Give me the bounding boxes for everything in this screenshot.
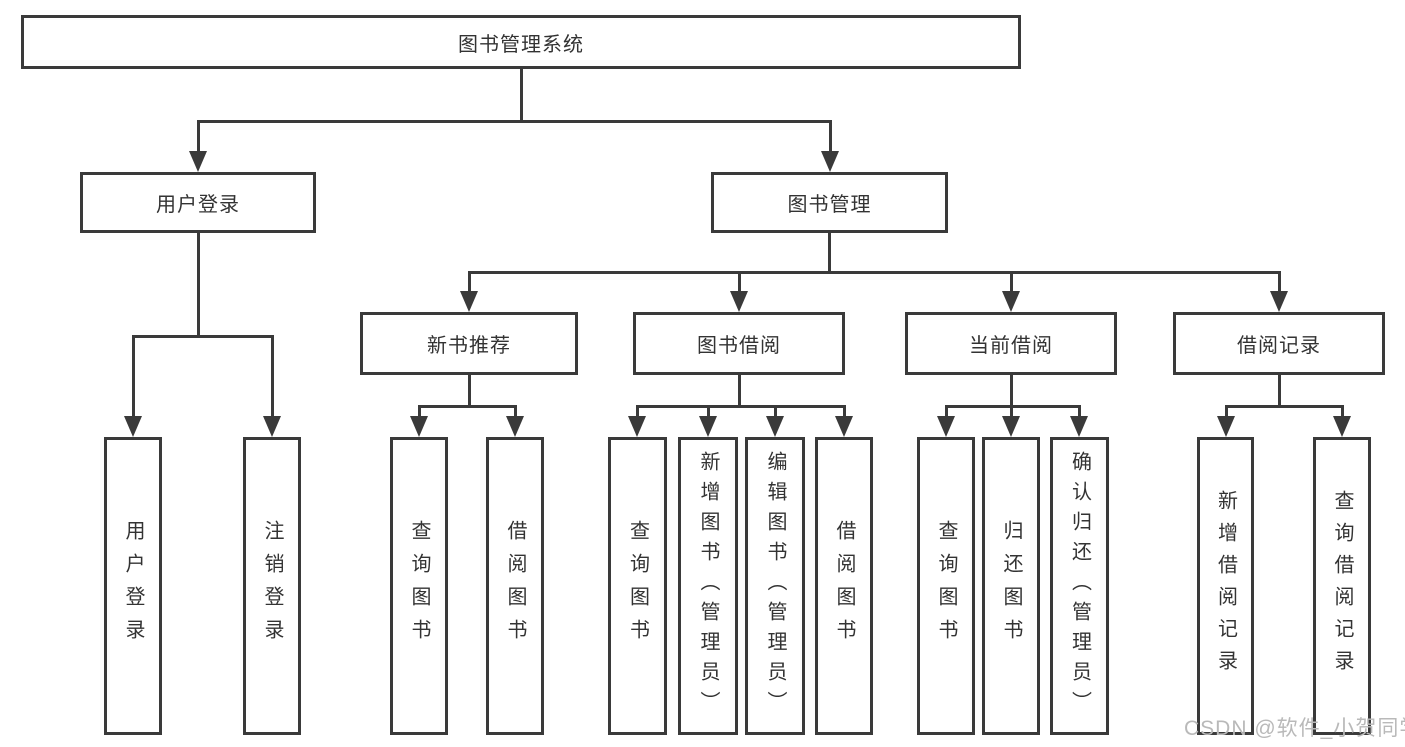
connector-hline bbox=[467, 271, 1281, 274]
arrow-down-icon bbox=[628, 416, 646, 437]
connector-drop-line bbox=[635, 405, 639, 421]
node-label: 借阅图书 bbox=[833, 520, 855, 652]
arrow-down-icon bbox=[124, 416, 142, 437]
node-label: 归还图书 bbox=[1000, 520, 1022, 652]
leaf-logout: 注销登录 bbox=[243, 437, 301, 735]
leaf-query-books-recommend: 查询图书 bbox=[390, 437, 448, 735]
connector-vline bbox=[827, 233, 831, 273]
connector-vline bbox=[519, 69, 523, 122]
node-current-borrow: 当前借阅 bbox=[905, 312, 1117, 375]
connector-drop-line bbox=[1340, 405, 1344, 421]
connector-drop-line bbox=[1009, 405, 1013, 421]
node-label: 图书管理 bbox=[787, 194, 872, 216]
node-borrow-records: 借阅记录 bbox=[1173, 312, 1385, 375]
node-label: 新书推荐 bbox=[427, 335, 511, 357]
leaf-user-login: 用户登录 bbox=[104, 437, 162, 735]
node-label: 查询图书 bbox=[408, 520, 430, 652]
leaf-add-book-admin: 新增图书（管理员） bbox=[678, 437, 738, 735]
connector-vline bbox=[1009, 375, 1013, 407]
connector-drop-line bbox=[1077, 405, 1081, 421]
node-label: 借阅图书 bbox=[504, 520, 526, 652]
arrow-down-icon bbox=[730, 291, 748, 312]
connector-hline bbox=[196, 120, 832, 123]
arrow-down-icon bbox=[1217, 416, 1235, 437]
connector-hline bbox=[944, 405, 1081, 408]
csdn-watermark: CSDN @软件_小贺同学 bbox=[1184, 717, 1405, 740]
node-label: 编辑图书（管理员） bbox=[764, 451, 786, 721]
arrow-down-icon bbox=[1270, 291, 1288, 312]
leaf-borrow-books: 借阅图书 bbox=[815, 437, 873, 735]
arrow-down-icon bbox=[410, 416, 428, 437]
connector-drop-line bbox=[1277, 271, 1281, 296]
connector-drop-line bbox=[270, 335, 274, 421]
node-label: 确认归还（管理员） bbox=[1068, 451, 1091, 721]
connector-drop-line bbox=[196, 120, 200, 156]
node-library-management-system: 图书管理系统 bbox=[21, 15, 1021, 69]
node-book-borrow: 图书借阅 bbox=[633, 312, 845, 375]
arrow-down-icon bbox=[263, 416, 281, 437]
node-label: 查询图书 bbox=[935, 520, 957, 652]
leaf-return-book: 归还图书 bbox=[982, 437, 1040, 735]
connector-hline bbox=[417, 405, 517, 408]
leaf-add-borrow-record: 新增借阅记录 bbox=[1197, 437, 1254, 735]
connector-drop-line bbox=[944, 405, 948, 421]
connector-drop-line bbox=[513, 405, 517, 421]
arrow-down-icon bbox=[189, 151, 207, 172]
node-label: 查询借阅记录 bbox=[1331, 490, 1353, 682]
leaf-edit-book-admin: 编辑图书（管理员） bbox=[745, 437, 805, 735]
arrow-down-icon bbox=[1002, 416, 1020, 437]
arrow-down-icon bbox=[835, 416, 853, 437]
node-label: 借阅记录 bbox=[1237, 335, 1321, 357]
arrow-down-icon bbox=[1333, 416, 1351, 437]
connector-vline bbox=[1277, 375, 1281, 407]
connector-vline bbox=[196, 233, 200, 337]
node-book-management: 图书管理 bbox=[711, 172, 948, 233]
connector-drop-line bbox=[706, 405, 710, 421]
arrow-down-icon bbox=[506, 416, 524, 437]
node-label: 当前借阅 bbox=[969, 335, 1053, 357]
connector-drop-line bbox=[828, 120, 832, 156]
node-label: 查询图书 bbox=[626, 520, 649, 652]
node-new-book-recommend: 新书推荐 bbox=[360, 312, 578, 375]
node-user-login: 用户登录 bbox=[80, 172, 316, 233]
node-label: 用户登录 bbox=[122, 520, 144, 652]
connector-hline bbox=[1224, 405, 1344, 408]
leaf-confirm-return-admin: 确认归还（管理员） bbox=[1050, 437, 1109, 735]
connector-drop-line bbox=[467, 271, 471, 296]
arrow-down-icon bbox=[766, 416, 784, 437]
node-label: 用户登录 bbox=[156, 194, 240, 216]
connector-hline bbox=[635, 405, 846, 408]
node-label: 图书借阅 bbox=[697, 335, 781, 357]
node-label: 图书管理系统 bbox=[458, 33, 584, 56]
connector-vline bbox=[467, 375, 471, 407]
arrow-down-icon bbox=[1070, 416, 1088, 437]
node-label: 注销登录 bbox=[261, 520, 283, 652]
connector-drop-line bbox=[773, 405, 777, 421]
arrow-down-icon bbox=[699, 416, 717, 437]
connector-drop-line bbox=[737, 271, 741, 296]
arrow-down-icon bbox=[1002, 291, 1020, 312]
connector-hline bbox=[131, 335, 274, 338]
connector-drop-line bbox=[842, 405, 846, 421]
arrow-down-icon bbox=[821, 151, 839, 172]
arrow-down-icon bbox=[937, 416, 955, 437]
connector-drop-line bbox=[131, 335, 135, 421]
connector-drop-line bbox=[1009, 271, 1013, 296]
leaf-query-books-borrow: 查询图书 bbox=[608, 437, 667, 735]
connector-drop-line bbox=[417, 405, 421, 421]
leaf-query-borrow-record: 查询借阅记录 bbox=[1313, 437, 1371, 735]
leaf-query-books-current: 查询图书 bbox=[917, 437, 975, 735]
arrow-down-icon bbox=[460, 291, 478, 312]
node-label: 新增借阅记录 bbox=[1214, 490, 1237, 682]
connector-drop-line bbox=[1224, 405, 1228, 421]
connector-vline bbox=[737, 375, 741, 407]
node-label: 新增图书（管理员） bbox=[697, 451, 719, 721]
leaf-borrow-books-recommend: 借阅图书 bbox=[486, 437, 544, 735]
